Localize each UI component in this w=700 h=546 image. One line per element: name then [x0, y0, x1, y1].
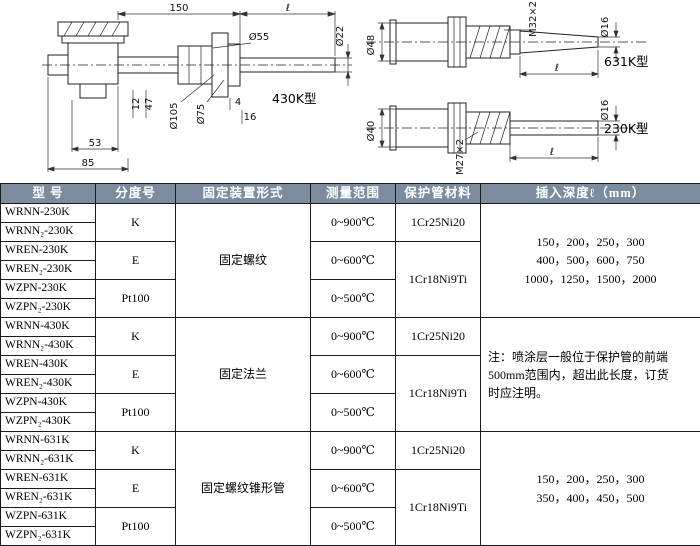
material-cell: 1Cr18Ni9Ti: [396, 470, 481, 546]
graduation-cell: E: [96, 242, 176, 280]
top-right-drawing-dimensions: [378, 22, 620, 78]
table-row: WRNN-230K K 固定螺纹 0~900℃ 1Cr25Ni20 150，20…: [1, 204, 700, 223]
material-cell: 1Cr25Ni20: [396, 432, 481, 470]
model-cell: WRNN-430K: [1, 318, 96, 337]
dim-length-label: ℓ: [286, 3, 290, 14]
depth-cell: 150，200，250，300 350，400，450，500: [481, 432, 700, 546]
dim-length-bottom-label: ℓ: [550, 147, 554, 158]
depth-line: 150，200，250，300: [481, 470, 700, 489]
left-drawing-geometry: [42, 22, 352, 98]
note-cell: 注：喷涂层一般位于保护管的前端 500mm范围内，超出此长度，订货 时应注明。: [481, 318, 700, 432]
thread-m32-label: M32×2: [528, 1, 539, 37]
header-material: 保护管材料: [396, 184, 481, 204]
header-fixing-type: 固定装置形式: [176, 184, 311, 204]
dim-150-label: 150: [169, 3, 188, 14]
model-cell: WZPN-430K: [1, 394, 96, 413]
note-line: 注：喷涂层一般位于保护管的前端: [488, 348, 693, 366]
table-row: WRNN-631K K 固定螺纹锥形管 0~900℃ 1Cr25Ni20 150…: [1, 432, 700, 451]
graduation-cell: E: [96, 356, 176, 394]
model-cell: WZPN₂-430K: [1, 413, 96, 432]
note-line: 时应注明。: [488, 384, 693, 402]
graduation-cell: Pt100: [96, 508, 176, 546]
model-cell: WREN-631K: [1, 470, 96, 489]
dim-85-label: 85: [82, 158, 95, 169]
material-cell: 1Cr25Ni20: [396, 204, 481, 242]
thread-m27-label: M27×2: [455, 139, 466, 175]
note-line: 500mm范围内，超出此长度，订货: [488, 366, 693, 384]
model-cell: WRNN-631K: [1, 432, 96, 451]
dim-16-label: 16: [244, 112, 257, 123]
model-cell: WZPN-631K: [1, 508, 96, 527]
header-model: 型 号: [1, 184, 96, 204]
material-cell: 1Cr25Ni20: [396, 318, 481, 356]
depth-line: 1000，1250，1500，2000: [481, 270, 700, 289]
dim-length-top-label: ℓ: [555, 63, 559, 74]
type-430k-label: 430K型: [272, 91, 317, 106]
dia-40-label: Ø40: [365, 121, 377, 142]
fixing-type-cell: 固定法兰: [176, 318, 311, 432]
dia-48-label: Ø48: [365, 35, 377, 56]
model-cell: WZPN-230K: [1, 280, 96, 299]
fixing-type-cell: 固定螺纹: [176, 204, 311, 318]
graduation-cell: K: [96, 432, 176, 470]
graduation-cell: E: [96, 470, 176, 508]
header-range: 测量范围: [311, 184, 396, 204]
technical-drawing-area: 150 ℓ Ø55 Ø22 Ø105 Ø75 12 47 4 16 53 85 …: [0, 0, 700, 183]
graduation-cell: K: [96, 318, 176, 356]
range-cell: 0~600℃: [311, 356, 396, 394]
range-cell: 0~600℃: [311, 470, 396, 508]
model-cell: WRNN₂-430K: [1, 337, 96, 356]
material-cell: 1Cr18Ni9Ti: [396, 242, 481, 318]
model-cell: WZPN₂-230K: [1, 299, 96, 318]
range-cell: 0~900℃: [311, 318, 396, 356]
range-cell: 0~900℃: [311, 432, 396, 470]
table-row: WRNN-430K K 固定法兰 0~900℃ 1Cr25Ni20 注：喷涂层一…: [1, 318, 700, 337]
header-graduation: 分度号: [96, 184, 176, 204]
table-header-row: 型 号 分度号 固定装置形式 测量范围 保护管材料 插入深度ℓ（mm）: [1, 184, 700, 204]
type-230k-label: 230K型: [604, 121, 649, 136]
dia-55-label: Ø55: [249, 31, 270, 43]
model-cell: WREN-230K: [1, 242, 96, 261]
model-cell: WRNN-230K: [1, 204, 96, 223]
model-cell: WREN₂-631K: [1, 489, 96, 508]
graduation-cell: K: [96, 204, 176, 242]
graduation-cell: Pt100: [96, 280, 176, 318]
dia-16-top-label: Ø16: [599, 17, 611, 38]
model-cell: WRNN₂-631K: [1, 451, 96, 470]
depth-line: 150，200，250，300: [481, 233, 700, 252]
range-cell: 0~600℃: [311, 242, 396, 280]
material-cell: 1Cr18Ni9Ti: [396, 356, 481, 432]
model-cell: WZPN₂-631K: [1, 527, 96, 546]
dim-47-label: 47: [144, 98, 155, 111]
range-cell: 0~900℃: [311, 204, 396, 242]
model-cell: WREN₂-430K: [1, 375, 96, 394]
model-cell: WREN₂-230K: [1, 261, 96, 280]
model-cell: WREN-430K: [1, 356, 96, 375]
dim-12-label: 12: [131, 98, 142, 111]
dia-16-bottom-label: Ø16: [599, 100, 611, 121]
dim-4-label: 4: [235, 97, 241, 108]
range-cell: 0~500℃: [311, 280, 396, 318]
dia-105-label: Ø105: [168, 103, 180, 130]
depth-line: 350，400，450，500: [481, 489, 700, 508]
depth-cell: 150，200，250，300 400，500，600，750 1000，125…: [481, 204, 700, 318]
header-insert-depth: 插入深度ℓ（mm）: [481, 184, 700, 204]
dim-53-label: 53: [89, 138, 102, 149]
dia-75-label: Ø75: [195, 104, 207, 125]
type-631k-label: 631K型: [604, 54, 649, 69]
dia-22-label: Ø22: [334, 26, 346, 47]
range-cell: 0~500℃: [311, 394, 396, 432]
depth-line: 400，500，600，750: [481, 251, 700, 270]
range-cell: 0~500℃: [311, 508, 396, 546]
spec-table: 型 号 分度号 固定装置形式 测量范围 保护管材料 插入深度ℓ（mm） WRNN…: [0, 183, 700, 546]
graduation-cell: Pt100: [96, 394, 176, 432]
fixing-type-cell: 固定螺纹锥形管: [176, 432, 311, 546]
model-cell: WRNN₂-230K: [1, 223, 96, 242]
thermocouple-drawings: 150 ℓ Ø55 Ø22 Ø105 Ø75 12 47 4 16 53 85 …: [0, 0, 700, 183]
